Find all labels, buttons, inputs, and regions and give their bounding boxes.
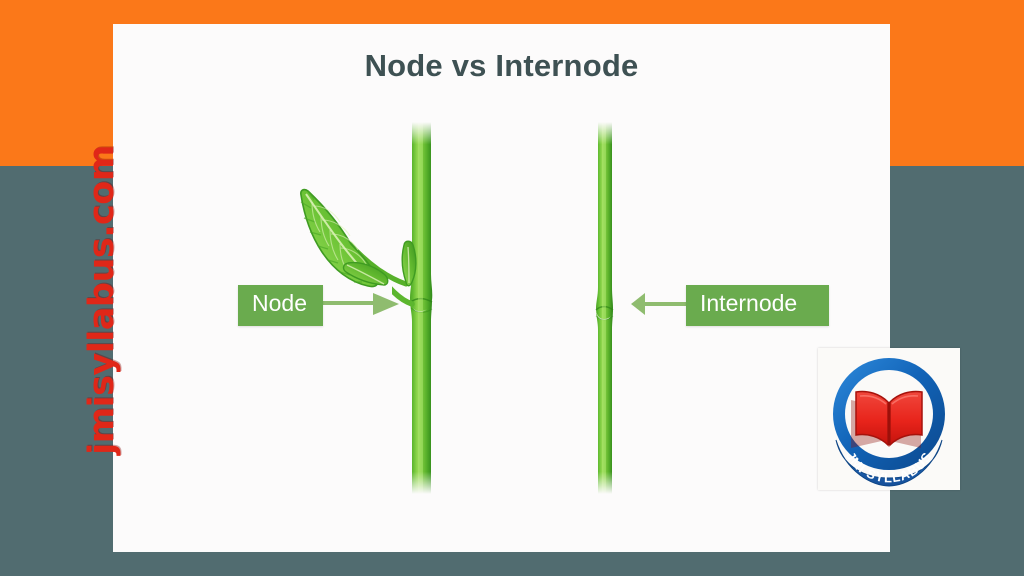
label-internode: Internode — [686, 285, 829, 326]
leaf-cluster-illustration — [300, 188, 417, 288]
node-pointer-arrow — [323, 293, 399, 315]
label-node: Node — [238, 285, 323, 326]
site-watermark: jmisyllabus.com — [82, 145, 122, 455]
internode-pointer-arrow — [631, 293, 689, 315]
jmi-syllabus-logo: JMI SYLLABUS — [833, 358, 945, 487]
page-title: Node vs Internode — [364, 48, 639, 83]
internode-stem-illustration — [595, 122, 614, 494]
